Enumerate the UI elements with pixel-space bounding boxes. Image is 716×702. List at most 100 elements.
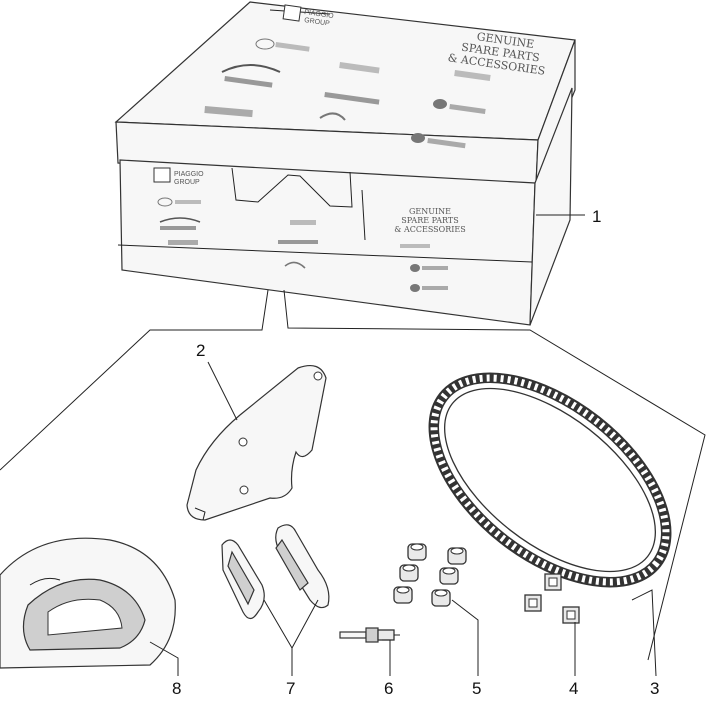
slider-2	[524, 594, 542, 612]
leader-7a	[263, 599, 293, 676]
slider-1-hole	[548, 577, 558, 587]
front-mark-12	[410, 284, 420, 292]
front-mark-6	[290, 220, 316, 225]
box-body-right	[529, 87, 573, 326]
kit-outline	[0, 289, 269, 471]
kit-outline-right	[283, 289, 706, 661]
lid-mark-4	[454, 70, 491, 81]
part-brake-pads	[221, 524, 330, 620]
front-mark-9	[400, 244, 430, 248]
slider-3-hole	[566, 610, 576, 620]
brake-shoe-spring	[29, 577, 61, 586]
leader-3	[631, 589, 657, 677]
front-mark-10	[410, 264, 420, 272]
lid-mark-10	[204, 106, 253, 118]
part-bracket	[186, 365, 327, 521]
front-mark-1	[157, 197, 173, 207]
callout-6: 6	[384, 679, 393, 698]
roller-2-hole	[450, 547, 464, 555]
front-mark-3	[159, 217, 201, 223]
lid-mark-7	[324, 91, 380, 105]
brake-pad-2	[275, 524, 330, 609]
leader-2	[207, 361, 238, 421]
roller-3-hole	[402, 564, 416, 572]
slider-3	[562, 606, 580, 624]
front-mark-4	[160, 226, 196, 230]
front-mark-7	[278, 240, 318, 244]
roller-4	[439, 567, 459, 585]
front-slogan-2: SPARE PARTS	[401, 216, 458, 225]
part-sliders	[524, 573, 580, 624]
roller-2	[447, 547, 467, 565]
bracket-hole-1	[313, 371, 323, 381]
callout-2: 2	[196, 341, 205, 360]
plug-insulator	[339, 631, 367, 639]
lid-mark-11	[319, 112, 346, 121]
piaggio-logo-lid	[282, 4, 302, 22]
roller-1	[407, 543, 427, 561]
leader-7b	[291, 599, 319, 649]
part-drive-belt	[428, 372, 672, 588]
roller-1-hole	[410, 543, 424, 551]
front-divider	[361, 189, 366, 241]
front-mark-13	[422, 286, 448, 290]
callout-5: 5	[472, 679, 481, 698]
callout-4: 4	[569, 679, 578, 698]
belt-inner	[443, 387, 657, 573]
front-mark-11	[422, 266, 448, 270]
bracket-hole-3	[239, 485, 249, 495]
belt-teeth	[430, 374, 670, 586]
front-mark-2	[175, 200, 201, 204]
box-lid-right	[535, 39, 576, 186]
front-brand-2: GROUP	[174, 179, 200, 186]
lid-brand-1: PIAGGIO	[304, 9, 335, 20]
lid-mark-5	[221, 64, 281, 73]
leader-8	[149, 641, 179, 676]
piaggio-logo-front	[153, 167, 171, 183]
roller-5-hole	[396, 586, 410, 594]
roller-5	[393, 586, 413, 604]
callout-3: 3	[650, 679, 659, 698]
lid-mark-12	[411, 133, 425, 143]
lid-brand-2: GROUP	[304, 17, 331, 28]
front-brand-1: PIAGGIO	[174, 171, 204, 178]
roller-4-hole	[442, 567, 456, 575]
slider-1	[544, 573, 562, 591]
brake-shoe-window	[47, 598, 123, 636]
bracket-hole-2	[238, 437, 248, 447]
lid-mark-2	[275, 42, 310, 52]
front-mark-5	[168, 240, 198, 245]
box-band-line	[117, 244, 533, 263]
roller-3	[399, 564, 419, 582]
leader-5	[451, 599, 479, 676]
part-brake-shoes	[0, 537, 176, 669]
brake-pad-2-lining	[275, 538, 309, 591]
brake-pad-1-lining	[227, 550, 255, 606]
roller-6	[431, 589, 451, 607]
lid-mark-1	[255, 38, 275, 50]
lid-mark-9	[449, 103, 486, 114]
callout-8: 8	[172, 679, 181, 698]
bracket-notch	[194, 507, 206, 521]
leader-6	[382, 639, 391, 676]
spare-parts-box: PIAGGIO GROUP GENUINE SPARE PARTS & ACCE…	[114, 1, 576, 326]
front-slogan-1: GENUINE	[409, 207, 451, 216]
lid-mark-3	[339, 62, 380, 74]
callout-1: 1	[592, 207, 601, 226]
callout-7: 7	[286, 679, 295, 698]
box-tab	[231, 167, 353, 208]
lid-mark-13	[427, 138, 466, 149]
front-mark-8	[284, 261, 306, 269]
plug-thread	[377, 629, 395, 641]
front-slogan-3: & ACCESSORIES	[394, 225, 465, 234]
part-rollers	[393, 543, 467, 607]
roller-6-hole	[434, 589, 448, 597]
leader-lines	[149, 214, 657, 677]
bracket-body	[186, 365, 327, 521]
belt-edge	[428, 372, 672, 588]
lid-mark-6	[224, 76, 273, 88]
plug-hex	[365, 627, 379, 643]
lid-mark-8	[433, 99, 447, 109]
part-spark-plug	[339, 627, 400, 643]
